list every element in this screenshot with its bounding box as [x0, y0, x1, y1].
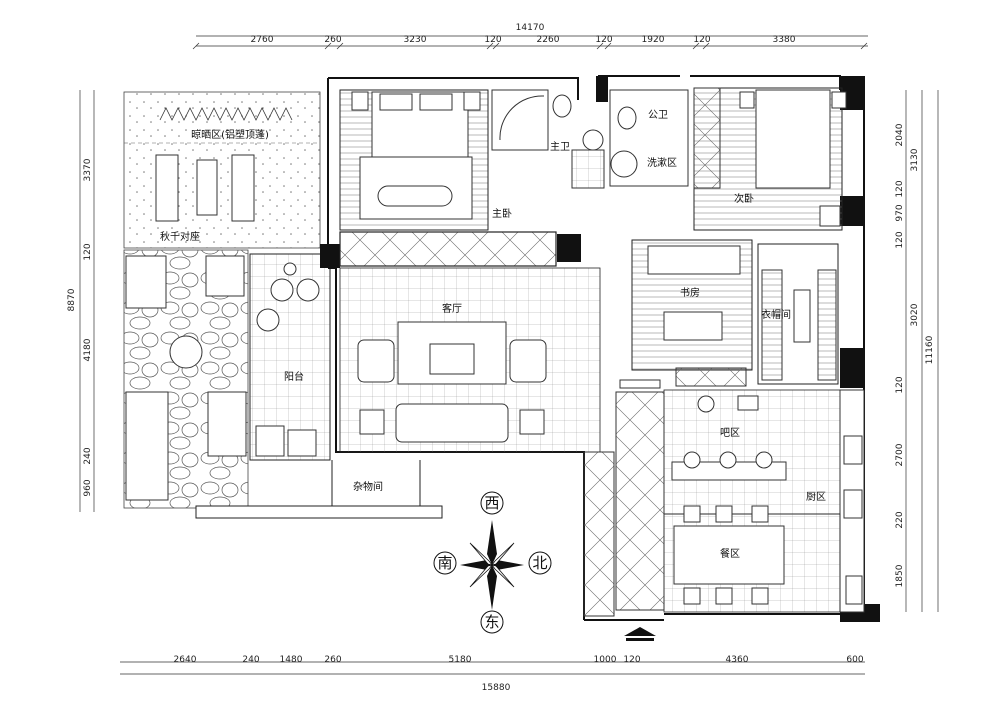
study-area: [631, 239, 753, 387]
dim-right-inner-labels: 2040 120 970 120 120 2700 220 1850: [895, 123, 905, 587]
balcony-area: [249, 253, 331, 461]
svg-text:5180: 5180: [449, 655, 472, 665]
svg-text:2260: 2260: [537, 35, 560, 45]
svg-text:1000: 1000: [594, 655, 617, 665]
svg-text:120: 120: [623, 655, 640, 665]
bar-area: [663, 389, 841, 515]
dimension-tick: [192, 42, 200, 50]
dimension-tick: [486, 42, 494, 50]
svg-text:4360: 4360: [726, 655, 749, 665]
svg-text:1920: 1920: [642, 35, 665, 45]
svg-text:3230: 3230: [404, 35, 427, 45]
compass-east: 东: [484, 613, 499, 631]
dimension-tick: [336, 42, 344, 50]
svg-text:120: 120: [693, 35, 710, 45]
dim-right-outer-labels: 3130 3020: [910, 148, 920, 326]
dimension-right: [905, 90, 939, 612]
dimension-tick: [324, 42, 332, 50]
label-study: 书房: [680, 286, 700, 299]
dim-left-labels: 3370 120 4180 240 960: [83, 158, 93, 496]
dimension-tick: [596, 42, 604, 50]
label-balcony: 阳台: [284, 370, 304, 383]
svg-text:2760: 2760: [251, 35, 274, 45]
svg-text:120: 120: [83, 243, 93, 260]
dim-top-total: 14170: [516, 23, 545, 33]
compass-west: 西: [484, 494, 499, 512]
svg-text:970: 970: [895, 204, 905, 221]
label-bar: 吧区: [720, 427, 740, 439]
dimension-tick: [702, 42, 710, 50]
svg-text:120: 120: [895, 180, 905, 197]
master-bath-area: [491, 89, 605, 189]
wardrobe-area: [757, 243, 839, 385]
label-sunshade: 晾晒区(铝塑顶蓬): [191, 128, 269, 141]
garden-area: [123, 249, 249, 509]
svg-text:260: 260: [324, 35, 341, 45]
label-wardrobe: 衣帽间: [761, 308, 791, 321]
second-bedroom-area: [693, 87, 847, 231]
living-room-area: [339, 267, 601, 453]
dimension-top: [192, 35, 868, 50]
master-bedroom-area: [339, 89, 557, 267]
svg-text:120: 120: [595, 35, 612, 45]
entrance-arrow-icon: [624, 627, 656, 641]
svg-text:2640: 2640: [174, 655, 197, 665]
label-public-bath: 公卫: [648, 110, 668, 121]
dining-area: [663, 505, 841, 613]
dimension-tick: [604, 42, 612, 50]
svg-text:220: 220: [895, 511, 905, 528]
svg-text:4180: 4180: [83, 338, 93, 361]
sunshade-area: [123, 91, 321, 249]
label-master-bedroom: 主卧: [492, 207, 512, 220]
dimension-tick: [692, 42, 700, 50]
label-living: 客厅: [442, 302, 462, 315]
svg-text:600: 600: [846, 655, 863, 665]
label-master-bath: 主卫: [550, 141, 570, 153]
svg-text:1850: 1850: [895, 564, 905, 587]
label-second-bedroom: 次卧: [734, 192, 754, 205]
label-wash: 洗漱区: [647, 157, 677, 169]
public-bath-area: [609, 89, 689, 187]
svg-text:3020: 3020: [910, 303, 920, 326]
corridor-cabinets: [583, 379, 665, 617]
storage-area: [195, 460, 443, 519]
svg-text:960: 960: [83, 479, 93, 496]
wall-columns: [320, 76, 880, 622]
svg-text:240: 240: [83, 447, 93, 464]
label-dining: 餐区: [720, 547, 740, 560]
label-swing: 秋千对座: [160, 230, 200, 243]
compass-icon: [433, 491, 552, 634]
dim-top-labels: 2760 260 3230 120 2260 120 1920 120 3380: [251, 35, 796, 45]
svg-text:120: 120: [895, 376, 905, 393]
dimension-tick: [492, 42, 500, 50]
kitchen-area: [839, 389, 865, 613]
dim-right-total: 11160: [925, 335, 935, 364]
dimension-left: [79, 90, 95, 512]
label-kitchen: 厨区: [806, 491, 826, 503]
dim-bottom-labels: 2640 240 1480 260 5180 1000 120 4360 600: [174, 655, 864, 665]
svg-text:120: 120: [895, 231, 905, 248]
dimension-tick: [860, 42, 868, 50]
compass-north: 北: [532, 554, 547, 572]
dim-bottom-total: 15880: [482, 683, 511, 693]
svg-text:1480: 1480: [280, 655, 303, 665]
svg-text:2700: 2700: [895, 443, 905, 466]
svg-text:260: 260: [324, 655, 341, 665]
svg-text:3130: 3130: [910, 148, 920, 171]
svg-text:2040: 2040: [895, 123, 905, 146]
label-storage: 杂物间: [353, 480, 383, 493]
dim-left-total: 8870: [67, 288, 77, 311]
dimension-bottom: [120, 661, 865, 675]
svg-text:120: 120: [484, 35, 501, 45]
svg-text:240: 240: [242, 655, 259, 665]
svg-text:3380: 3380: [773, 35, 796, 45]
compass-south: 南: [437, 554, 452, 572]
svg-text:3370: 3370: [83, 158, 93, 181]
